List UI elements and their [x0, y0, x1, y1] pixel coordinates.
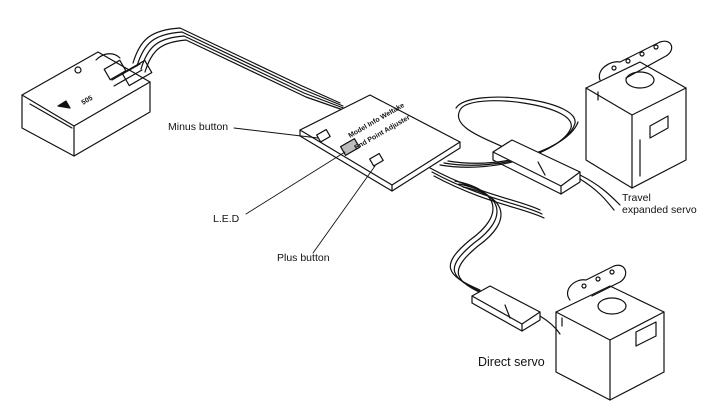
plus-button-shape	[369, 152, 384, 167]
receiver-cable	[132, 27, 350, 113]
leader-lines	[233, 127, 376, 254]
adjuster-device	[299, 94, 461, 192]
direct-servo-label: Direct servo	[478, 355, 545, 369]
minus-button-label: Minus button	[168, 121, 229, 133]
minus-leader-line	[233, 127, 319, 139]
minus-button-shape	[316, 128, 331, 143]
receiver	[21, 51, 153, 157]
direct-servo	[555, 264, 665, 401]
servo-cables	[429, 96, 579, 297]
led-leader-line	[245, 151, 346, 215]
travel-servo-label-line2: expanded servo	[622, 204, 697, 217]
travel-servo-label-line1: Travel	[622, 192, 651, 204]
upper-connector	[492, 139, 621, 211]
plus-leader-line	[312, 165, 376, 254]
led-shape	[339, 138, 361, 156]
travel-servo-label: Travel expanded servo	[622, 192, 697, 216]
receiver-number: 505	[81, 95, 95, 107]
plus-button-label: Plus button	[277, 252, 330, 264]
travel-servo	[585, 40, 687, 189]
lower-connector	[471, 285, 561, 335]
led-label: L.E.D	[213, 213, 240, 225]
